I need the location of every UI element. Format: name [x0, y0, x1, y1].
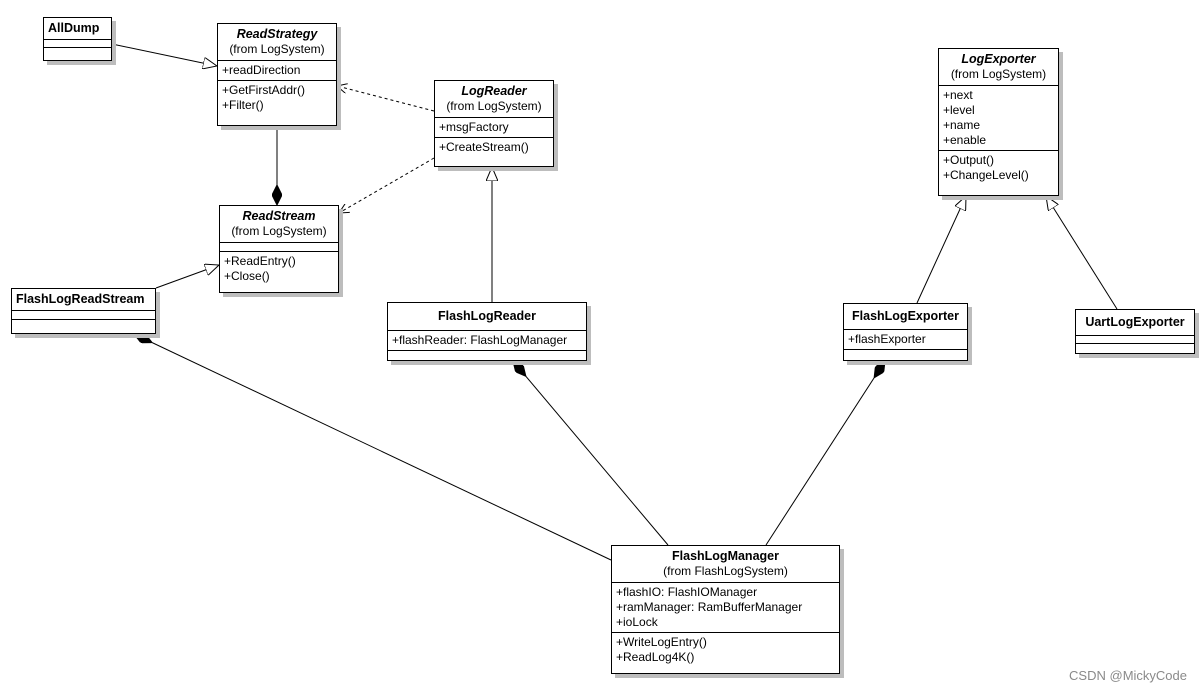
- attributes-section: +readDirection: [218, 61, 336, 81]
- edge-logreader-readstrategy: [337, 86, 435, 112]
- attributes-section: +next +level +name +enable: [939, 86, 1058, 151]
- class-readstrategy[interactable]: ReadStrategy(from LogSystem) +readDirect…: [217, 23, 337, 126]
- class-logexporter[interactable]: LogExporter(from LogSystem) +next +level…: [938, 48, 1059, 196]
- attribute: +enable: [943, 133, 987, 147]
- attribute: +ioLock: [616, 615, 658, 629]
- attributes-section: +msgFactory: [435, 118, 553, 138]
- method: +ReadLog4K(): [616, 650, 695, 664]
- attribute: +flashReader: FlashLogManager: [392, 333, 568, 347]
- attributes-section: [1076, 336, 1194, 344]
- methods-section: +WriteLogEntry() +ReadLog4K(): [612, 633, 839, 667]
- attribute: +ramManager: RamBufferManager: [616, 600, 803, 614]
- package-label: (from LogSystem): [231, 224, 327, 238]
- package-label: (from LogSystem): [950, 67, 1047, 81]
- methods-section: [388, 351, 586, 359]
- class-uartlogexporter[interactable]: UartLogExporter: [1075, 309, 1195, 354]
- methods-section: [844, 350, 967, 358]
- class-name: AllDump: [48, 21, 100, 35]
- class-name: FlashLogReadStream: [16, 292, 145, 306]
- edge-logreader-readstream: [339, 157, 435, 213]
- edge-flashlogmanager-flashlogexporter: [765, 361, 885, 546]
- class-flashlogmanager[interactable]: FlashLogManager(from FlashLogSystem) +fl…: [611, 545, 840, 674]
- package-label: (from LogSystem): [446, 99, 542, 113]
- attributes-section: +flashIO: FlashIOManager +ramManager: Ra…: [612, 583, 839, 633]
- edge-alldump-readstrategy: [111, 43, 217, 66]
- package-label: (from LogSystem): [229, 42, 325, 56]
- method: +ReadEntry(): [224, 254, 296, 268]
- class-name: LogExporter: [961, 52, 1036, 66]
- class-name: LogReader: [461, 84, 527, 98]
- method: +Close(): [224, 269, 270, 283]
- methods-section: [12, 320, 155, 328]
- class-name: ReadStrategy: [236, 27, 318, 41]
- method: +GetFirstAddr(): [222, 83, 306, 97]
- edge-flashlogexporter-logexporter: [916, 196, 966, 304]
- methods-section: +Output() +ChangeLevel(): [939, 151, 1058, 185]
- class-name: FlashLogManager: [672, 549, 779, 563]
- class-name: UartLogExporter: [1085, 315, 1185, 329]
- edge-flashlogmanager-flashlogreadstream: [134, 334, 612, 561]
- watermark: CSDN @MickyCode: [1069, 668, 1187, 683]
- attributes-section: +flashExporter: [844, 330, 967, 350]
- methods-section: +CreateStream(): [435, 138, 553, 157]
- methods-section: +GetFirstAddr()+Filter(): [218, 81, 336, 115]
- class-flashlogexporter[interactable]: FlashLogExporter +flashExporter: [843, 303, 968, 361]
- attribute: +next: [943, 88, 973, 102]
- class-readstream[interactable]: ReadStream(from LogSystem) +ReadEntry()+…: [219, 205, 339, 293]
- class-flashlogreader[interactable]: FlashLogReader +flashReader: FlashLogMan…: [387, 302, 587, 361]
- attribute: +readDirection: [222, 63, 301, 77]
- attribute: +flashExporter: [848, 332, 926, 346]
- methods-section: [1076, 344, 1194, 351]
- method: +Output(): [943, 153, 995, 167]
- attribute: +msgFactory: [439, 120, 509, 134]
- method: +CreateStream(): [439, 140, 529, 154]
- attributes-section: [12, 311, 155, 320]
- attribute: +name: [943, 118, 981, 132]
- class-name: FlashLogExporter: [852, 309, 959, 323]
- methods-section: +ReadEntry()+Close(): [220, 252, 338, 286]
- edge-uartlogexporter-logexporter: [1046, 196, 1118, 310]
- methods-section: [44, 48, 111, 55]
- method: +WriteLogEntry(): [616, 635, 707, 649]
- edge-flashlogreadstream-readstream: [155, 265, 219, 289]
- edge-flashlogmanager-flashlogreader: [513, 361, 669, 546]
- method: +Filter(): [222, 98, 264, 112]
- package-label: (from FlashLogSystem): [663, 564, 788, 578]
- attribute: +flashIO: FlashIOManager: [616, 585, 758, 599]
- method: +ChangeLevel(): [943, 168, 1029, 182]
- attributes-section: [220, 243, 338, 252]
- class-name: ReadStream: [242, 209, 316, 223]
- attributes-section: +flashReader: FlashLogManager: [388, 331, 586, 351]
- class-name: FlashLogReader: [438, 309, 536, 323]
- class-logreader[interactable]: LogReader(from LogSystem) +msgFactory +C…: [434, 80, 554, 167]
- class-flashlogreadstream[interactable]: FlashLogReadStream: [11, 288, 156, 334]
- attribute: +level: [943, 103, 975, 117]
- attributes-section: [44, 40, 111, 48]
- class-alldump[interactable]: AllDump: [43, 17, 112, 61]
